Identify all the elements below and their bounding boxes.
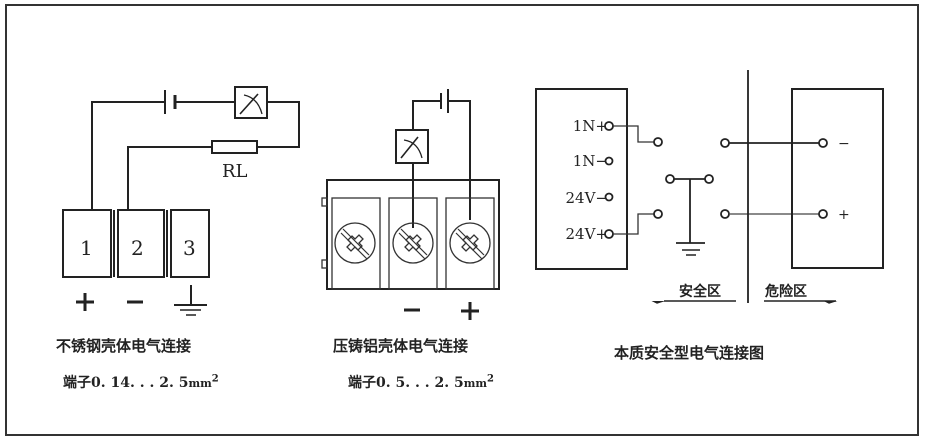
terminal-dot bbox=[818, 138, 828, 148]
terminal-dot bbox=[720, 209, 730, 219]
diagram-frame bbox=[5, 4, 919, 436]
wire bbox=[613, 125, 654, 143]
terminal-label-24v-plus: 24V+ bbox=[566, 225, 609, 243]
stainless-housing-diagram: RL 1 2 3 bbox=[62, 86, 300, 316]
wire bbox=[613, 213, 654, 235]
plus-icon bbox=[461, 302, 479, 320]
hazard-zone-label: 危险区 bbox=[764, 283, 807, 300]
wire-meter-resistor bbox=[257, 101, 300, 148]
meter-icon bbox=[234, 86, 268, 119]
hazard-plus-label: + bbox=[838, 207, 850, 223]
barrier-box bbox=[535, 88, 628, 270]
terminal-3-label: 3 bbox=[183, 236, 196, 260]
stainless-caption: 不锈钢壳体电气连接 bbox=[56, 337, 192, 355]
field-device-box bbox=[791, 88, 884, 269]
spec-text: 端子0. 14. . . 2. 5 bbox=[63, 375, 189, 391]
terminal-label-24v-minus: 24V− bbox=[566, 189, 609, 207]
spec-unit: mm bbox=[463, 377, 487, 390]
hazard-minus-label: − bbox=[838, 136, 850, 152]
ground-icon bbox=[665, 174, 714, 256]
resistor-icon bbox=[211, 140, 258, 154]
terminal-dot bbox=[818, 209, 828, 219]
terminal-label-1n-minus: 1N− bbox=[573, 152, 608, 170]
ground-icon bbox=[174, 285, 207, 316]
aluminum-spec: 端子0. 5. . . 2. 5mm2 bbox=[348, 372, 494, 392]
terminal-dot bbox=[720, 138, 730, 148]
wire-negative bbox=[127, 146, 212, 210]
terminal-dot bbox=[653, 137, 663, 147]
meter-icon bbox=[395, 129, 429, 164]
aluminum-housing-diagram bbox=[321, 89, 500, 320]
wire-meter-battery bbox=[412, 100, 441, 130]
spec-exponent: 2 bbox=[487, 373, 494, 385]
safe-zone-label: 安全区 bbox=[679, 283, 721, 300]
terminal-label-1n-plus: 1N+ bbox=[573, 117, 608, 135]
screw-icon bbox=[449, 222, 491, 264]
battery-icon bbox=[164, 90, 177, 114]
screw-icon bbox=[334, 222, 376, 264]
terminal-1-label: 1 bbox=[80, 236, 93, 260]
spec-exponent: 2 bbox=[211, 373, 219, 385]
intrinsic-safety-diagram: 1N+ 1N− 24V− 24V+ bbox=[535, 70, 884, 304]
terminal-2-label: 2 bbox=[131, 236, 144, 260]
screw-icon bbox=[392, 222, 434, 264]
spec-text: 端子0. 5. . . 2. 5 bbox=[348, 375, 464, 391]
terminal-dots bbox=[604, 121, 614, 239]
terminal-dot bbox=[653, 209, 663, 219]
battery-icon bbox=[440, 89, 449, 113]
resistor-label: RL bbox=[222, 161, 248, 182]
wire-positive bbox=[91, 101, 165, 210]
aluminum-caption: 压铸铝壳体电气连接 bbox=[333, 337, 469, 355]
terminal-housing bbox=[321, 179, 500, 290]
stainless-spec: 端子0. 14. . . 2. 5mm2 bbox=[63, 372, 219, 392]
wire-positive bbox=[448, 100, 471, 220]
intrinsic-caption: 本质安全型电气连接图 bbox=[614, 344, 765, 362]
terminal-block bbox=[62, 209, 210, 278]
spec-unit: mm bbox=[188, 377, 212, 390]
plus-icon bbox=[76, 293, 94, 311]
